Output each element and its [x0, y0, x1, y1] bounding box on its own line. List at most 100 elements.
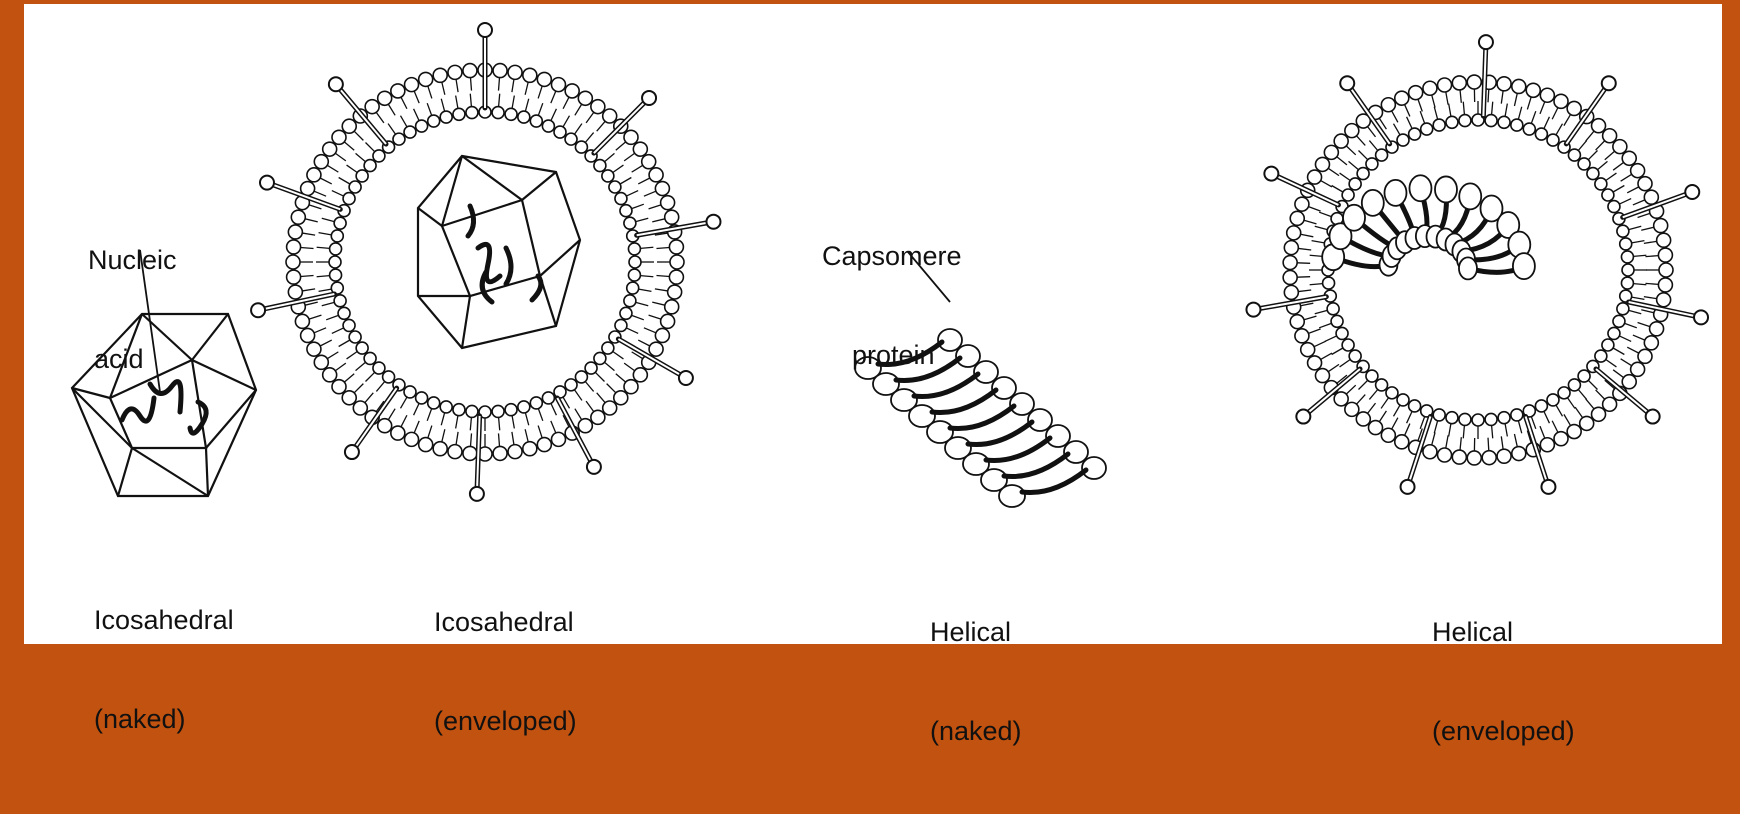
lipid-tail	[327, 165, 338, 172]
lipid-tail	[636, 302, 649, 305]
lipid-tail	[365, 393, 373, 403]
lipid-head	[1331, 315, 1343, 327]
lipid-head	[1452, 450, 1466, 464]
lipid-tail	[1613, 186, 1624, 193]
lipid-head	[1409, 128, 1421, 140]
lipid-head	[453, 404, 465, 416]
lipid-tail	[1346, 385, 1355, 394]
lipid-head	[624, 380, 638, 394]
lipid-tail	[525, 82, 528, 95]
lipid-head	[1658, 248, 1672, 262]
lipid-head	[518, 401, 530, 413]
lipid-head	[1657, 233, 1671, 247]
lipid-tail	[1627, 347, 1639, 353]
caption-line2: (enveloped)	[1432, 715, 1575, 748]
lipid-tail	[1527, 97, 1531, 109]
lipid-head	[1621, 251, 1633, 263]
lipid-tail	[344, 374, 354, 382]
lipid-tail	[538, 103, 542, 115]
lipid-head	[591, 100, 605, 114]
lipid-head	[1622, 375, 1636, 389]
lipid-tail	[512, 432, 514, 445]
lipid-head	[466, 405, 478, 417]
lipid-tail	[1301, 234, 1314, 237]
lipid-head	[288, 285, 302, 299]
lipid-tail	[302, 233, 315, 235]
lipid-tail	[1394, 124, 1401, 135]
lipid-head	[624, 130, 638, 144]
lipid-head	[419, 72, 433, 86]
lipid-tail	[512, 79, 514, 92]
lipid-tail	[1325, 336, 1337, 341]
lipid-head	[1295, 197, 1309, 211]
lipid-head	[1650, 322, 1664, 336]
lipid-tail	[470, 433, 471, 446]
lipid-head	[1287, 226, 1301, 240]
lipid-head	[349, 181, 361, 193]
lipid-head	[1621, 277, 1633, 289]
lipid-head	[287, 270, 301, 284]
lipid-head	[405, 432, 419, 446]
spike-knob	[260, 176, 274, 190]
lipid-tail	[1492, 425, 1493, 438]
lipid-tail	[1460, 437, 1461, 450]
lipid-head	[323, 142, 337, 156]
lipid-tail	[326, 315, 338, 319]
lipid-tail	[1619, 336, 1631, 341]
lipid-tail	[1505, 104, 1507, 117]
lipid-head	[594, 160, 606, 172]
lipid-head	[1334, 134, 1348, 148]
lipid-tail	[551, 91, 556, 103]
lipid-head	[661, 196, 675, 210]
lipid-head	[542, 392, 554, 404]
lipid-tail	[1632, 297, 1645, 299]
lipid-tail	[427, 409, 431, 421]
lipid-tail	[388, 124, 395, 135]
lipid-head	[288, 225, 302, 239]
lipid-head	[1547, 134, 1559, 146]
lipid-tail	[624, 153, 635, 161]
lipid-tail	[1420, 111, 1424, 123]
lipid-head	[1345, 402, 1359, 416]
lipid-tail	[1368, 403, 1376, 413]
lipid-tail	[1358, 380, 1367, 389]
lipid-head	[603, 109, 617, 123]
lipid-head	[416, 120, 428, 132]
lipid-head	[1397, 134, 1409, 146]
lipid-tail	[1627, 187, 1639, 193]
lipid-head	[334, 295, 346, 307]
lipid-tail	[1369, 390, 1377, 400]
lipid-tail	[1381, 398, 1388, 409]
lipid-head	[537, 72, 551, 86]
lipid-head	[393, 133, 405, 145]
lipid-tail	[1544, 411, 1549, 423]
lipid-head	[1603, 129, 1617, 143]
lipid-tail	[639, 289, 652, 291]
lipid-tail	[649, 205, 661, 209]
lipid-tail	[1588, 150, 1597, 159]
lipid-head	[1511, 119, 1523, 131]
lipid-tail	[1460, 90, 1461, 103]
lipid-head	[1345, 124, 1359, 138]
lipid-head	[1540, 88, 1554, 102]
lipid-head	[1433, 119, 1445, 131]
lipid-tail	[1301, 303, 1314, 306]
lipid-tail	[1298, 248, 1311, 250]
lipid-tail	[1308, 207, 1320, 212]
lipid-head	[391, 84, 405, 98]
lipid-head	[565, 84, 579, 98]
lipid-tail	[605, 153, 615, 161]
lipid-tail	[319, 289, 332, 291]
lipid-head	[1290, 315, 1304, 329]
lipid-tail	[339, 178, 350, 185]
lipid-tail	[1310, 255, 1323, 256]
lipid-tail	[1645, 283, 1658, 284]
lipid-head	[624, 217, 636, 229]
lipid-tail	[1564, 114, 1571, 125]
lipid-tail	[575, 409, 582, 420]
lipid-head	[603, 401, 617, 415]
lipid-head	[1622, 264, 1634, 276]
lipid-tail	[414, 91, 419, 103]
capsomere	[1435, 176, 1457, 202]
lipid-tail	[636, 218, 649, 221]
